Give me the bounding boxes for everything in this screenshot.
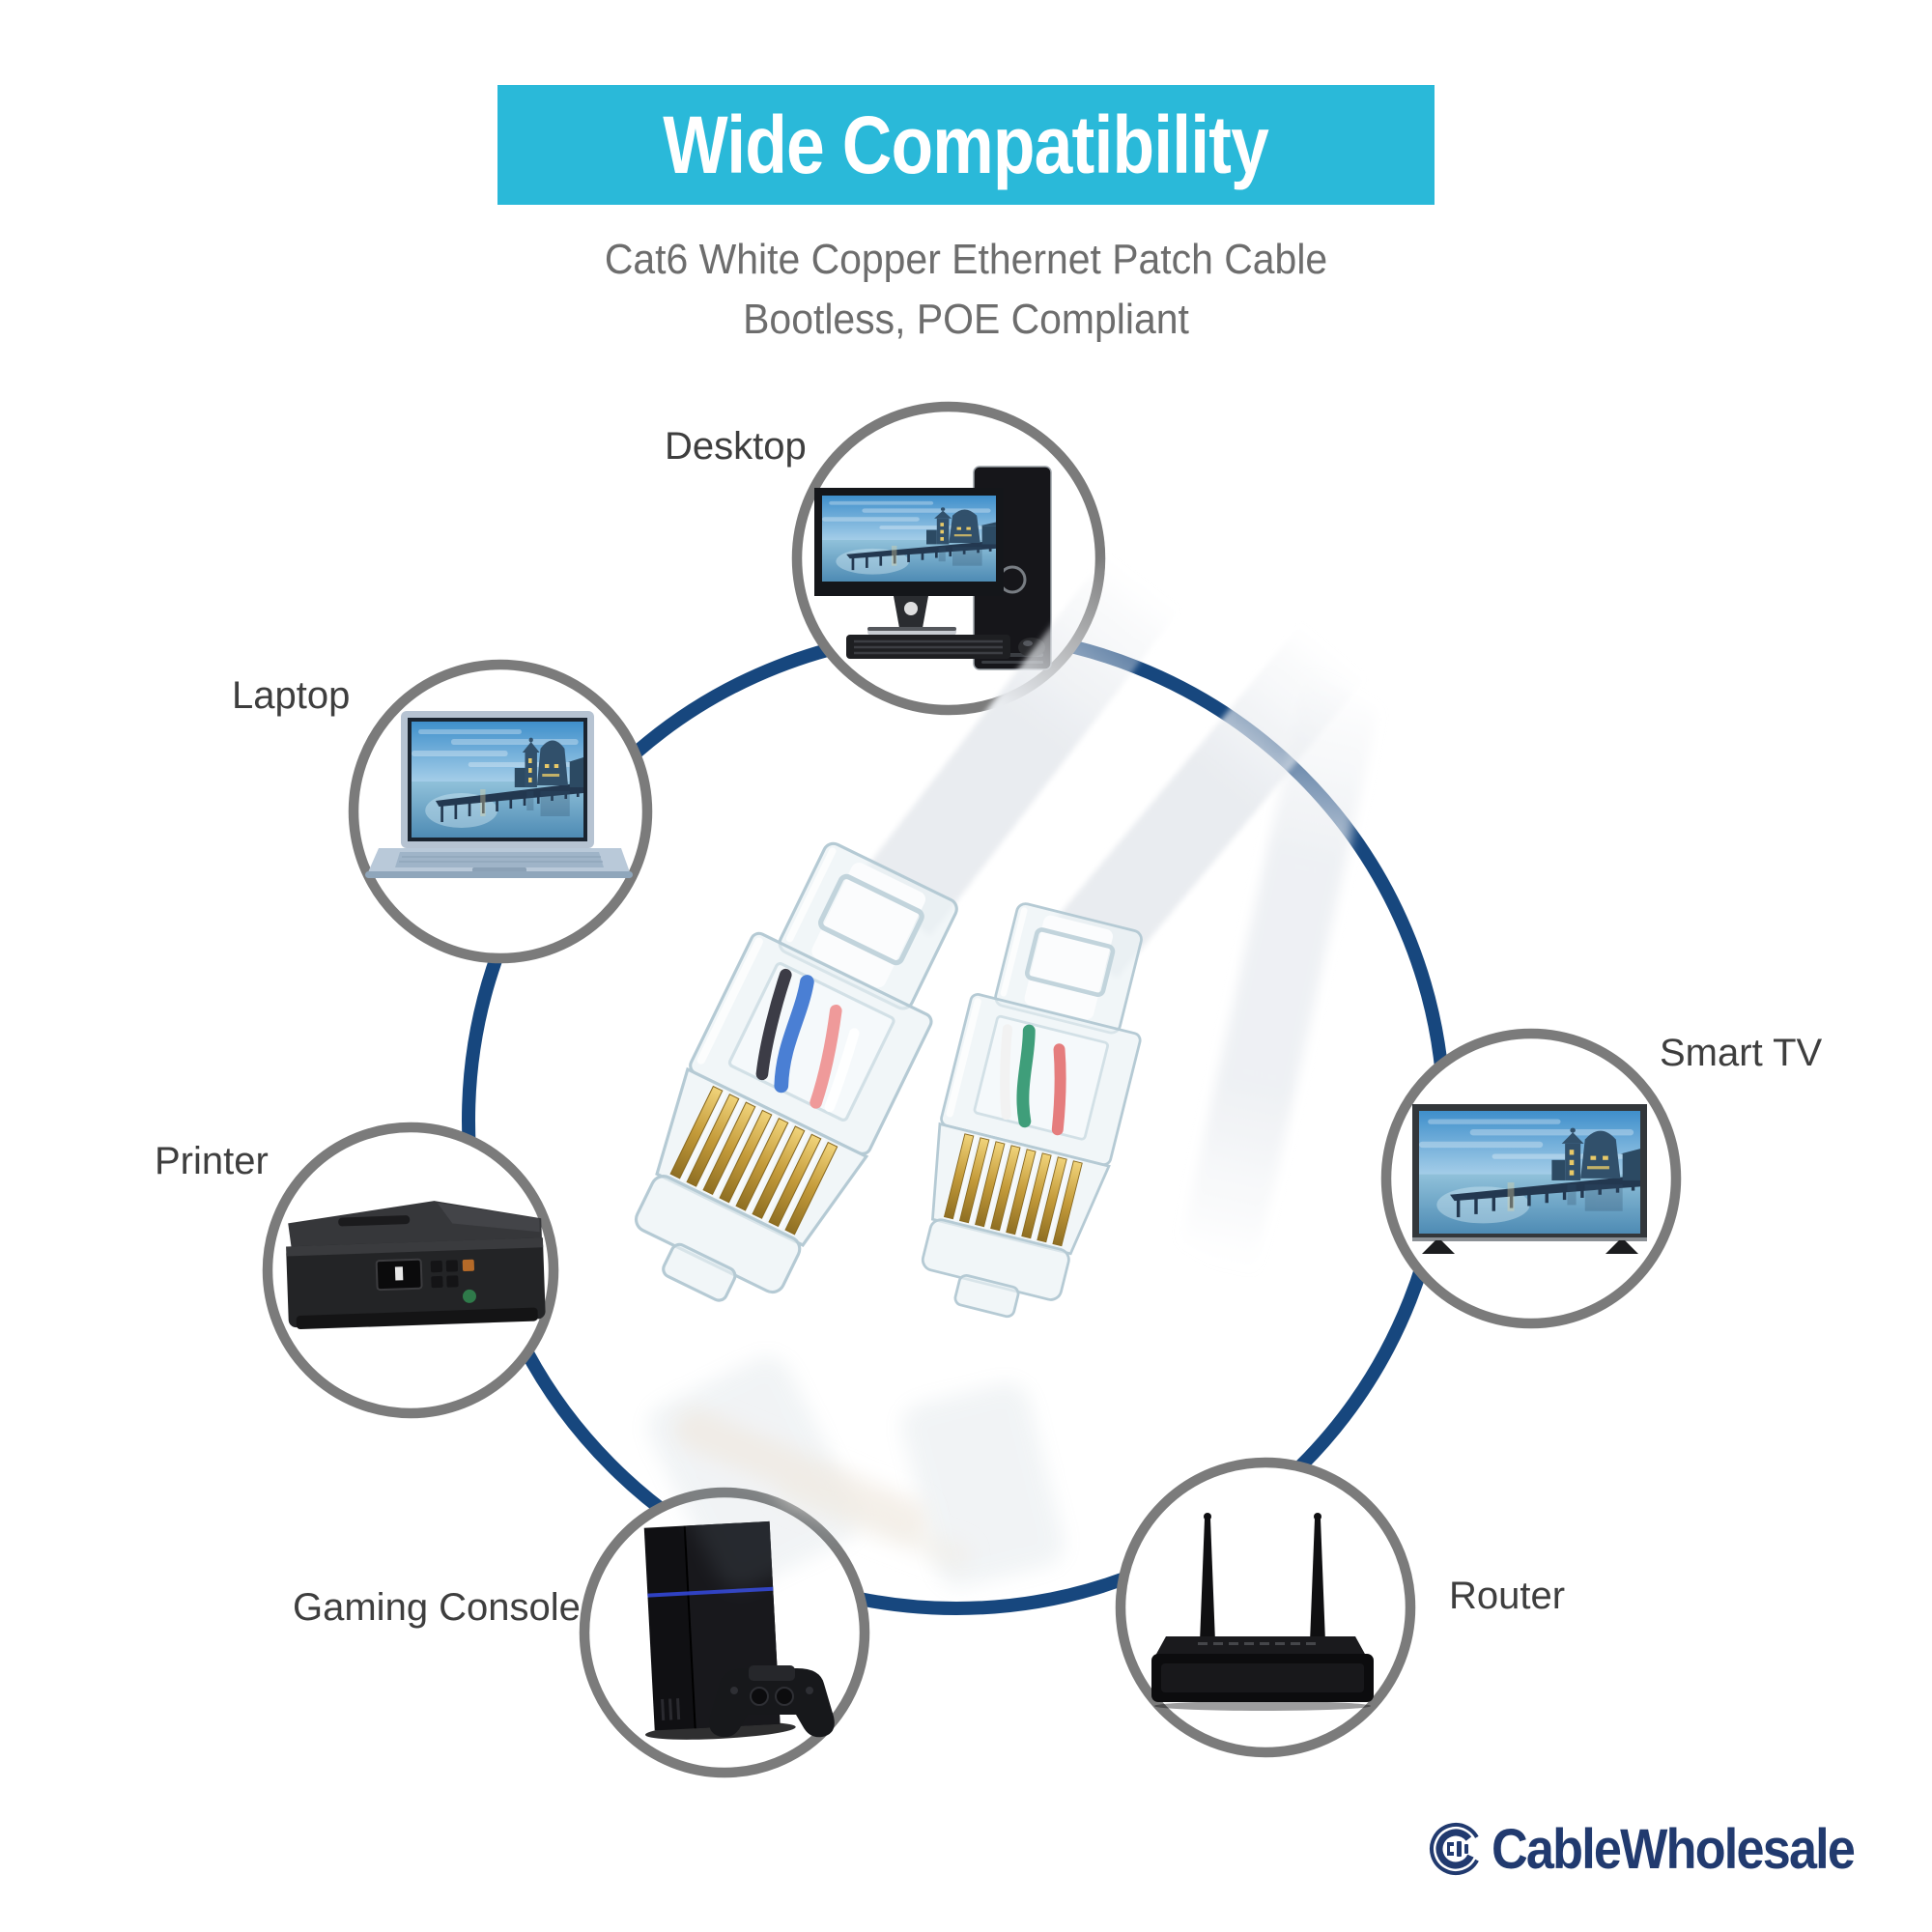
cable-background-run (1181, 662, 1378, 1290)
label-smart-tv: Smart TV (1660, 1032, 1823, 1074)
label-printer: Printer (155, 1140, 269, 1182)
printer-illustration (262, 1122, 559, 1419)
brand-logo-text: CableWholesale (1492, 1817, 1856, 1881)
subtitle-line-1: Cat6 White Copper Ethernet Patch Cable (604, 236, 1328, 283)
page-title: Wide Compatibility (663, 99, 1270, 190)
label-desktop: Desktop (665, 425, 807, 468)
brand-logo: CableWholesale (1428, 1817, 1894, 1881)
patch-cable-right (1051, 622, 1368, 979)
game-controller-icon (709, 1665, 835, 1738)
rj45-connector-right (898, 896, 1165, 1332)
label-router: Router (1449, 1575, 1566, 1617)
patch-cable-left (857, 552, 1181, 936)
title-banner: Wide Compatibility (497, 85, 1435, 205)
router-antenna-icon (1200, 1513, 1325, 1642)
laptop-illustration (348, 659, 653, 964)
cablewholesale-logo-icon (1430, 1823, 1482, 1875)
desktop-illustration (791, 401, 1106, 716)
router-illustration (1115, 1457, 1416, 1758)
product-subtitle: Cat6 White Copper Ethernet Patch Cable B… (68, 230, 1864, 350)
smart-tv-illustration (1380, 1028, 1682, 1329)
label-gaming-console: Gaming Console (293, 1586, 581, 1629)
rj45-connector-left (602, 829, 983, 1332)
label-laptop: Laptop (232, 674, 351, 717)
subtitle-line-2: Bootless, POE Compliant (743, 296, 1189, 343)
product-reflection (647, 1356, 1065, 1590)
